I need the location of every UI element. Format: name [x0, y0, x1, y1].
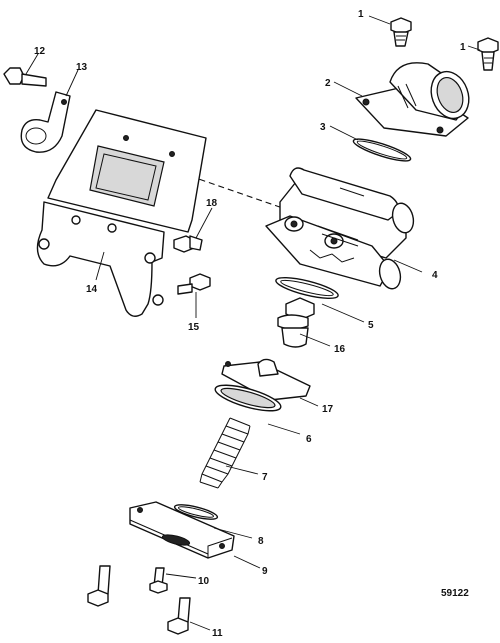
- callout-13: 13: [76, 62, 88, 73]
- part-8-oring: [173, 504, 219, 520]
- part-5-gasket: [275, 277, 339, 299]
- callout-7: 7: [262, 472, 268, 483]
- callout-14: 14: [86, 284, 98, 295]
- part-11-bolt-left: [87, 565, 111, 607]
- part-10-bolt: [149, 567, 168, 594]
- part-16-sender: [277, 297, 315, 348]
- callout-1: 1: [358, 9, 364, 20]
- part-7-spring: [199, 417, 251, 489]
- callout-16: 16: [334, 344, 346, 355]
- figure-number: 59122: [441, 588, 469, 599]
- callout-3: 3: [320, 122, 326, 133]
- part-13-clamp: [20, 91, 71, 153]
- part-9-cover-plate: [129, 501, 235, 559]
- callout-5: 5: [368, 320, 374, 331]
- leader-lines: [25, 15, 481, 631]
- part-14-bracket: [36, 109, 207, 317]
- callout-2: 2: [325, 78, 331, 89]
- callout-17: 17: [322, 404, 334, 415]
- part-11-bolt-center: [167, 597, 191, 635]
- callout-4: 4: [432, 270, 438, 281]
- part-17-thermostat: [221, 358, 311, 401]
- callout-12: 12: [34, 46, 46, 57]
- part-12-bolt: [3, 67, 47, 87]
- callout-9: 9: [262, 566, 268, 577]
- callout-1-right: 1: [460, 42, 466, 53]
- callout-11: 11: [212, 628, 223, 639]
- part-1-bolt-right: [477, 37, 499, 71]
- callout-6: 6: [306, 434, 312, 445]
- part-6-seal: [214, 384, 282, 412]
- part-15-bolt: [177, 273, 211, 295]
- part-2-outlet-elbow: [355, 62, 470, 137]
- part-3-oring: [352, 138, 412, 162]
- part-4-thermostat-housing: [265, 167, 415, 290]
- part-18-stud: [173, 235, 203, 253]
- callout-labels: 1 1 2 3 4 5 6 7 8 9 10 11 12 13 14 15 16…: [34, 9, 466, 639]
- callout-15: 15: [188, 322, 200, 333]
- part-1-bolt: [390, 17, 412, 47]
- callout-10: 10: [198, 576, 210, 587]
- callout-8: 8: [258, 536, 264, 547]
- callout-18: 18: [206, 198, 218, 209]
